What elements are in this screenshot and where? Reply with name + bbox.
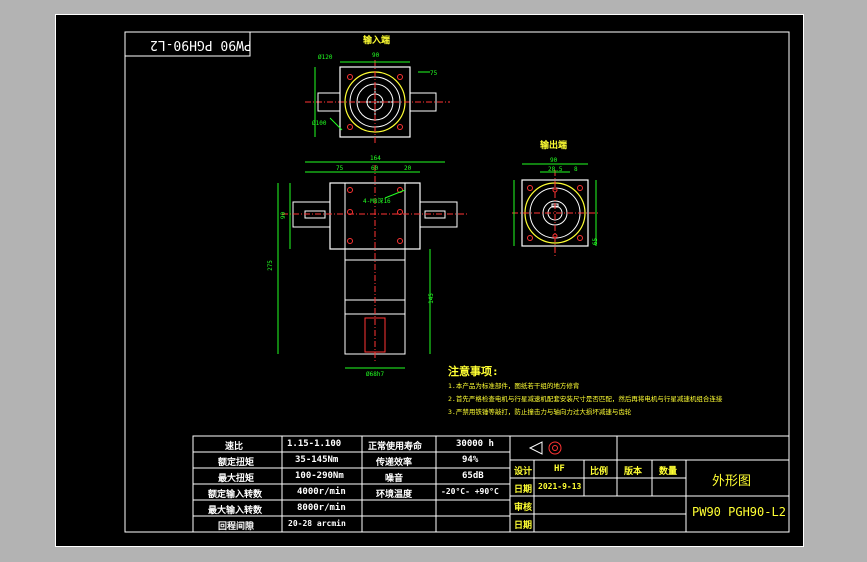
front-view (277, 161, 468, 369)
dim-front-left: 75 (336, 165, 344, 172)
top-view (305, 60, 450, 145)
dim-top-left1: Ø120 (318, 54, 333, 61)
spec-value: 30000 h (456, 439, 494, 449)
spec-label: 传递效率 (376, 458, 413, 468)
mass-label: 比例 (590, 467, 609, 477)
spec-value: 1.15-1.100 (287, 439, 342, 449)
date-label: 日期 (514, 485, 533, 495)
spec-label: 速比 (225, 442, 244, 452)
output-view-label: 输出端 (540, 141, 568, 151)
projection-symbol (528, 441, 562, 455)
spec-value: 20-28 arcmin (288, 519, 346, 528)
dim-front-right: 20 (404, 165, 412, 172)
notes-title: 注意事项: (448, 365, 499, 378)
edition-label: 版本 (624, 467, 643, 477)
spec-label: 最大输入转数 (208, 506, 263, 516)
quantity-label: 数量 (659, 467, 678, 477)
spec-value: 4000r/min (297, 487, 346, 497)
spec-label: 额定输入转数 (208, 490, 263, 500)
design-name: HF (554, 464, 565, 474)
note-1: 1.本产品为标准部件，图纸若干组的地方修背 (448, 382, 580, 390)
dim-top-right: 75 (430, 70, 438, 77)
review-label: 审核 (514, 503, 533, 513)
corner-stamp-box (124, 31, 251, 57)
dim-front-bottom: Ø68h7 (366, 371, 385, 378)
dim-top-left2: Ø100 (312, 120, 327, 127)
note-3: 3.严禁用铁锤等敲打，防止撞击力与轴向力过大损坏减速与齿轮 (448, 408, 632, 416)
spec-label: 额定扭矩 (218, 458, 255, 468)
spec-label: 环境温度 (376, 490, 413, 500)
dim-front-mid: 60 (371, 165, 379, 172)
spec-value: -20°C- +90°C (441, 487, 499, 496)
dim-right-inner: 28.5 (548, 166, 563, 173)
corner-stamp: PW90 PGH90-L2 (150, 37, 252, 52)
model-number: PW90 PGH90-L2 (692, 505, 786, 519)
side-view (512, 163, 598, 256)
dim-right-side: 65 (592, 237, 600, 246)
spec-value: 35-145Nm (295, 455, 339, 465)
dim-front-total: 164 (370, 155, 381, 162)
design-label: 设计 (514, 467, 533, 477)
spec-value: 8000r/min (297, 503, 346, 513)
dim-right-width: 90 (550, 157, 558, 164)
spec-label: 正常使用寿命 (368, 442, 423, 452)
spec-table-lines (192, 435, 790, 533)
spec-value: 65dB (462, 471, 484, 481)
input-view-label: 输入端 (363, 36, 391, 46)
dim-front-height: 90 (280, 211, 288, 220)
sheet-title: 外形图 (712, 474, 752, 489)
spec-label: 噪音 (385, 474, 404, 484)
dim-right-key: 8 (574, 166, 578, 173)
spec-label: 最大扭矩 (218, 474, 255, 484)
note-2: 2.首先严格检查电机与行星减速机配套安装尺寸是否匹配，然后再将电机与行星减速机组… (448, 395, 723, 403)
dim-front-hole: 4-M8深16 (363, 198, 391, 205)
date-label-2: 日期 (514, 521, 533, 531)
dim-front-overall: 275 (266, 260, 274, 271)
spec-label: 回程间隙 (218, 522, 255, 532)
spec-value: 100-290Nm (295, 471, 344, 481)
spec-value: 94% (462, 455, 479, 465)
dim-top-width: 90 (372, 52, 380, 59)
date-value: 2021-9-13 (538, 482, 582, 491)
dim-front-lower: 145 (427, 293, 435, 304)
